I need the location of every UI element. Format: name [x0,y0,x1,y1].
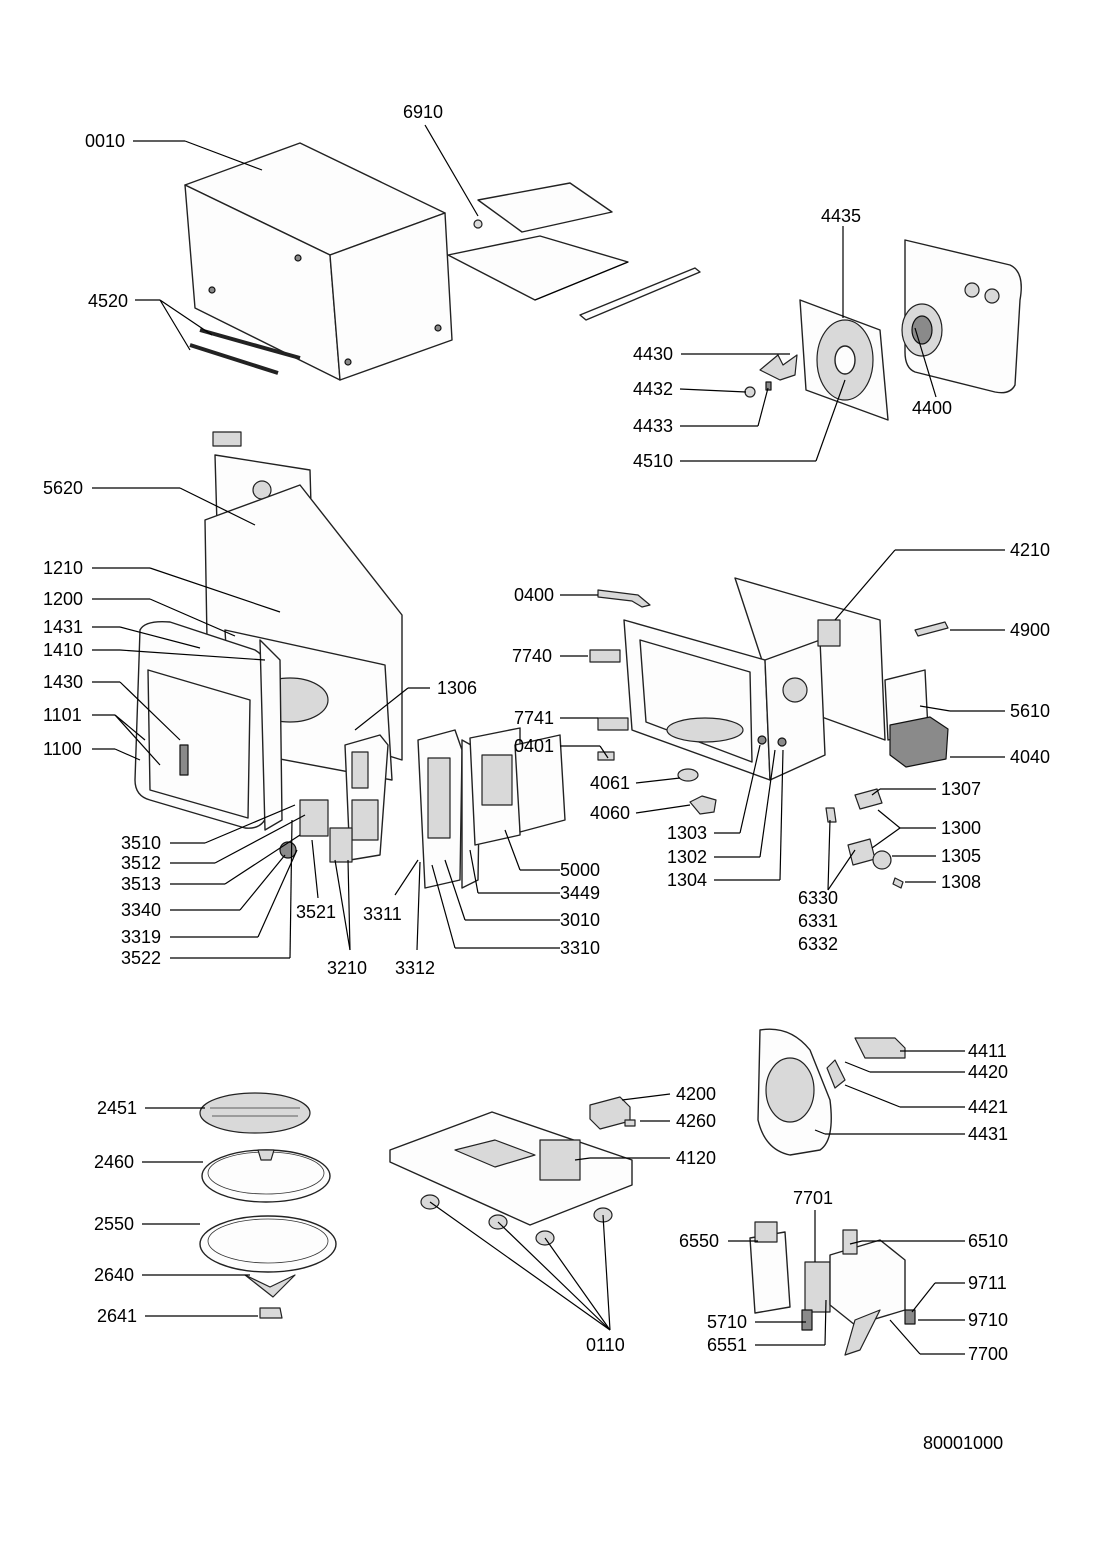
label-4411: 4411 [968,1041,1007,1061]
label-6331: 6331 [798,911,838,931]
label-2451: 2451 [97,1098,137,1118]
latch-assembly [749,1221,916,1356]
label-7741: 7741 [514,708,554,728]
label-5000: 5000 [560,860,600,880]
label-3513: 3513 [121,874,161,894]
label-6510: 6510 [968,1231,1008,1251]
part-labels: 0010 6910 4520 4435 4430 4432 4433 4510 … [43,102,1050,1453]
label-9711: 9711 [968,1273,1007,1293]
label-1101: 1101 [43,705,82,725]
oven-cavity [589,577,949,889]
label-4061: 4061 [590,773,630,793]
label-1303: 1303 [667,823,707,843]
label-4432: 4432 [633,379,673,399]
label-3510: 3510 [121,833,161,853]
label-2550: 2550 [94,1214,134,1234]
base-plate [389,1096,636,1246]
label-9710: 9710 [968,1310,1008,1330]
label-0110: 0110 [586,1335,625,1355]
label-1306: 1306 [437,678,477,698]
label-3512: 3512 [121,853,161,873]
label-2640: 2640 [94,1265,134,1285]
label-4433: 4433 [633,416,673,436]
label-4060: 4060 [590,803,630,823]
leader-lines [92,124,1005,1355]
label-0400: 0400 [514,585,554,605]
label-1305: 1305 [941,846,981,866]
label-1307: 1307 [941,779,981,799]
top-cover-6910 [447,182,701,321]
label-6330: 6330 [798,888,838,908]
label-1308: 1308 [941,872,981,892]
label-3311: 3311 [363,904,402,924]
label-2460: 2460 [94,1152,134,1172]
label-4400: 4400 [912,398,952,418]
label-3010: 3010 [560,910,600,930]
label-1430: 1430 [43,672,83,692]
label-1304: 1304 [667,870,707,890]
label-1300: 1300 [941,818,981,838]
label-5620: 5620 [43,478,83,498]
document-number: 80001000 [923,1433,1003,1453]
door-assembly [134,431,403,831]
label-7701: 7701 [793,1188,833,1208]
label-3449: 3449 [560,883,600,903]
label-3210: 3210 [327,958,367,978]
rear-wall-4400 [901,239,1022,394]
cabinet-0010 [184,142,453,381]
label-4200: 4200 [676,1084,716,1104]
label-6551: 6551 [707,1335,747,1355]
label-1410: 1410 [43,640,83,660]
label-4040: 4040 [1010,747,1050,767]
label-4431: 4431 [968,1124,1008,1144]
label-4120: 4120 [676,1148,716,1168]
label-3521: 3521 [296,902,336,922]
label-5610: 5610 [1010,701,1050,721]
label-4421: 4421 [968,1097,1008,1117]
label-1200: 1200 [43,589,83,609]
control-panel [279,727,566,889]
rods-4520 [189,328,301,375]
label-4520: 4520 [88,291,128,311]
label-1100: 1100 [43,739,82,759]
label-5710: 5710 [707,1312,747,1332]
label-2641: 2641 [97,1306,137,1326]
label-3310: 3310 [560,938,600,958]
fan-housing [757,1028,906,1156]
label-3522: 3522 [121,948,161,968]
label-4210: 4210 [1010,540,1050,560]
label-6550: 6550 [679,1231,719,1251]
label-6910: 6910 [403,102,443,122]
label-4435: 4435 [821,206,861,226]
label-4900: 4900 [1010,620,1050,640]
label-1210: 1210 [43,558,83,578]
label-0401: 0401 [514,736,554,756]
label-4510: 4510 [633,451,673,471]
turntable-parts [199,1092,337,1319]
label-6332: 6332 [798,934,838,954]
label-4420: 4420 [968,1062,1008,1082]
label-3312: 3312 [395,958,435,978]
label-3340: 3340 [121,900,161,920]
label-3319: 3319 [121,927,161,947]
label-1431: 1431 [43,617,83,637]
label-4430: 4430 [633,344,673,364]
fan-plate-4435 [744,299,889,421]
label-7700: 7700 [968,1344,1008,1364]
label-1302: 1302 [667,847,707,867]
label-4260: 4260 [676,1111,716,1131]
label-0010: 0010 [85,131,125,151]
label-7740: 7740 [512,646,552,666]
